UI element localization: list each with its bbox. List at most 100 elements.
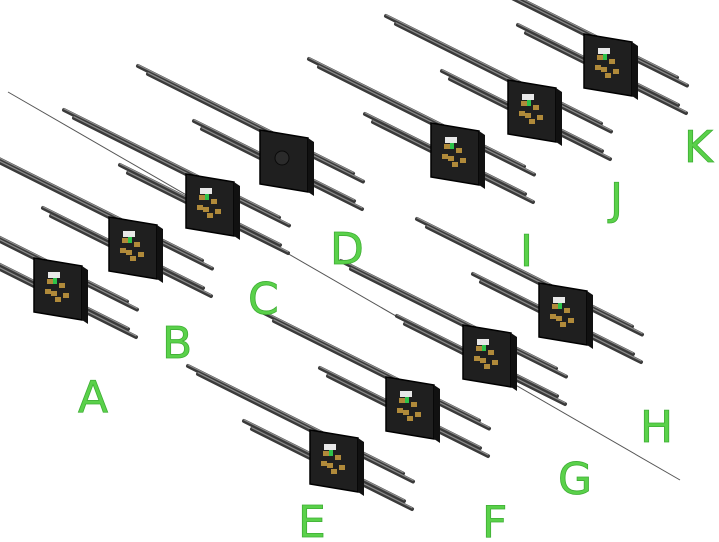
component-b-4 (130, 256, 136, 261)
component-k-4 (605, 73, 611, 78)
component-h-3 (568, 318, 574, 323)
label-d: D (330, 224, 364, 275)
rod-e-1-highlight (187, 364, 404, 473)
rod-d-2-highlight (147, 72, 364, 181)
rod-k-2-highlight (517, 0, 688, 85)
housing-b (108, 216, 158, 280)
component-i-1 (456, 148, 462, 153)
component-a-3 (63, 293, 69, 298)
housing-side-c (234, 182, 240, 240)
component-e-4 (331, 469, 337, 474)
rod-b-2 (0, 160, 214, 271)
housing-i (430, 122, 480, 186)
rod-c-2-highlight (73, 116, 290, 225)
connector-h (553, 297, 565, 303)
component-g-0 (476, 346, 482, 351)
led-k (603, 54, 607, 60)
housing-side-h (587, 291, 593, 349)
rod-a-2-highlight (0, 239, 138, 309)
component-k-1 (609, 59, 615, 64)
rod-k-1 (517, 0, 679, 80)
housing-f (385, 376, 435, 440)
unit-c (185, 173, 240, 240)
connector-k (598, 48, 610, 54)
rod-f-2-highlight (273, 319, 490, 428)
component-c-1 (211, 199, 217, 204)
component-f-5 (397, 408, 403, 413)
component-h-2 (556, 316, 562, 321)
component-a-0 (47, 279, 53, 284)
rod-g-2-highlight (350, 267, 567, 376)
led-e (329, 450, 333, 456)
led-h (558, 303, 562, 309)
housing-k (583, 33, 633, 97)
rod-c-2 (72, 116, 291, 228)
component-c-3 (215, 209, 221, 214)
component-k-0 (597, 55, 603, 60)
housing-g (462, 324, 512, 388)
rod-i-2-highlight (318, 65, 535, 174)
component-e-1 (335, 455, 341, 460)
housing-side-g (511, 333, 517, 391)
rod-a-1 (0, 235, 129, 304)
label-i: I (520, 226, 533, 277)
component-j-2 (525, 113, 531, 118)
component-j-4 (529, 119, 535, 124)
rod-i-1-highlight (308, 57, 525, 166)
rod-h-1 (415, 217, 634, 329)
unit-a (33, 257, 88, 324)
rod-e-2 (196, 372, 415, 484)
unit-b (108, 216, 163, 283)
component-e-5 (321, 461, 327, 466)
rod-e-2-highlight (197, 372, 414, 481)
component-i-4 (452, 162, 458, 167)
connector-i (445, 137, 457, 143)
component-f-3 (415, 412, 421, 417)
label-b: B (162, 318, 192, 369)
led-g (482, 345, 486, 351)
component-a-1 (59, 283, 65, 288)
component-e-3 (339, 465, 345, 470)
connector-g (477, 339, 489, 345)
component-h-4 (560, 322, 566, 327)
unit-g (462, 324, 517, 391)
component-i-2 (448, 156, 454, 161)
component-a-4 (55, 297, 61, 302)
component-i-5 (442, 154, 448, 159)
rod-a-2 (0, 238, 139, 312)
component-b-2 (126, 250, 132, 255)
label-j: J (607, 174, 623, 225)
rod-e-1 (186, 364, 405, 476)
component-a-2 (51, 291, 57, 296)
component-b-5 (120, 248, 126, 253)
unit-j (507, 79, 562, 146)
label-f: F (482, 497, 507, 542)
component-e-0 (323, 451, 329, 456)
rod-c-1 (62, 108, 281, 220)
component-i-3 (460, 158, 466, 163)
unit-layer (33, 33, 638, 496)
component-c-4 (207, 213, 213, 218)
housing-side-e (358, 438, 364, 496)
rod-i-1 (307, 57, 526, 169)
component-k-3 (613, 69, 619, 74)
unit-h (538, 282, 593, 349)
led-f (405, 397, 409, 403)
component-b-0 (122, 238, 128, 243)
rod-h-2-highlight (426, 225, 643, 334)
housing-side-j (556, 88, 562, 146)
rod-g-2 (349, 267, 568, 379)
rod-h-1-highlight (416, 217, 633, 326)
rod-f-1-highlight (263, 311, 480, 420)
unit-i (430, 122, 485, 189)
housing-h (538, 282, 588, 346)
label-h: H (640, 402, 673, 453)
component-g-1 (488, 350, 494, 355)
component-i-0 (444, 144, 450, 149)
unit-e (309, 429, 364, 496)
connector-f (400, 391, 412, 397)
rod-b-1 (0, 157, 204, 263)
component-g-4 (484, 364, 490, 369)
led-i (450, 143, 454, 149)
